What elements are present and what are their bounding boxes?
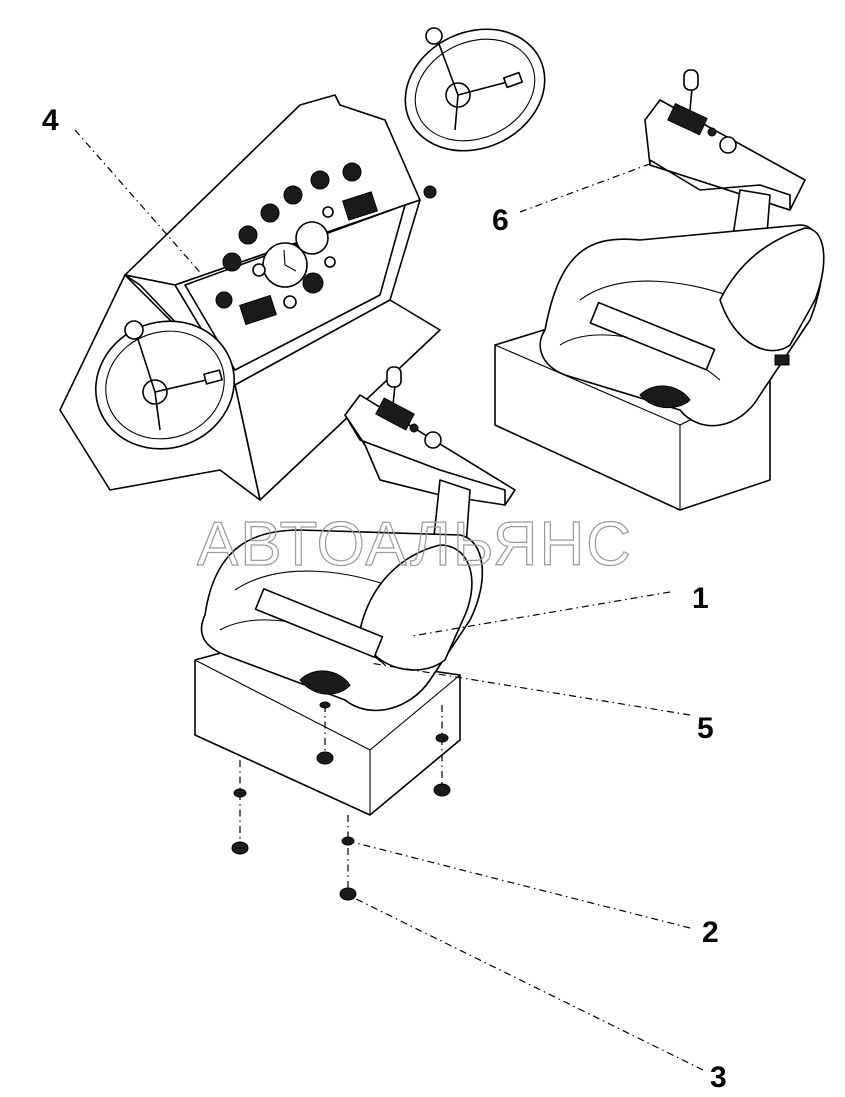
console-knob: [423, 185, 437, 199]
steering-knob: [124, 320, 144, 340]
indicator-lamp: [322, 206, 334, 218]
control-console: [59, 27, 546, 501]
front-armrest: [359, 544, 473, 671]
leader-1: [411, 591, 671, 637]
front-seat-grip: [254, 588, 384, 658]
joystick-lever: [683, 69, 699, 91]
steering-knob: [502, 71, 524, 89]
indicator-lamp: [252, 263, 266, 277]
callout-4: 4: [42, 104, 59, 137]
nut: [433, 783, 451, 797]
control-panel: [667, 102, 708, 136]
nut: [339, 887, 357, 901]
control-dial: [424, 431, 442, 449]
fasteners: [231, 701, 451, 901]
callout-labels: 4 6 1 5 2 3: [42, 104, 727, 1094]
rear-seat-grip: [589, 301, 716, 371]
leader-5: [369, 662, 691, 716]
gauge: [260, 203, 280, 223]
joystick-lever: [386, 366, 402, 388]
gauge-cluster: [215, 162, 378, 326]
callout-6: 6: [492, 204, 509, 237]
upper-steering-wheel: [404, 27, 546, 152]
control-dial: [719, 136, 737, 154]
washer: [435, 733, 449, 743]
callout-3: 3: [710, 1061, 727, 1094]
washer: [341, 836, 355, 846]
front-control-box-front: [344, 414, 506, 506]
speedometer-gauge: [295, 221, 329, 255]
leader-4: [74, 129, 206, 279]
gauge: [215, 291, 233, 309]
rear-seat-latch: [774, 354, 790, 366]
rear-seat-assembly: [494, 69, 825, 511]
nut: [316, 751, 334, 765]
indicator-lamp: [283, 295, 297, 309]
front-seat-assembly: [194, 366, 516, 816]
gauge: [302, 272, 324, 294]
gauge: [342, 162, 362, 182]
steering-knob: [425, 27, 443, 45]
gauge: [238, 225, 258, 245]
lower-steering-wheel: [94, 320, 236, 450]
leader-lines: [74, 129, 704, 1071]
callout-2: 2: [702, 916, 719, 949]
control-button: [707, 127, 717, 137]
washer: [319, 701, 331, 709]
gauge: [222, 252, 242, 272]
callout-1: 1: [692, 582, 709, 615]
gauge: [283, 185, 303, 205]
leader-2: [351, 841, 691, 929]
control-button: [409, 423, 419, 433]
leader-6: [519, 161, 656, 213]
switch-block: [239, 294, 277, 326]
gauge: [310, 170, 330, 190]
front-seat-roll: [299, 670, 351, 695]
callout-5: 5: [697, 712, 714, 745]
control-panel: [375, 397, 415, 431]
indicator-lamp: [324, 256, 336, 268]
switch-block: [342, 191, 378, 221]
watermark-text: АВТОАЛЬЯНС: [197, 510, 633, 579]
washer: [233, 788, 247, 798]
rear-seat-roll: [639, 385, 691, 409]
steering-knob: [203, 369, 223, 385]
rear-armrest: [719, 227, 825, 352]
nut: [231, 841, 249, 855]
leader-3: [351, 896, 704, 1071]
